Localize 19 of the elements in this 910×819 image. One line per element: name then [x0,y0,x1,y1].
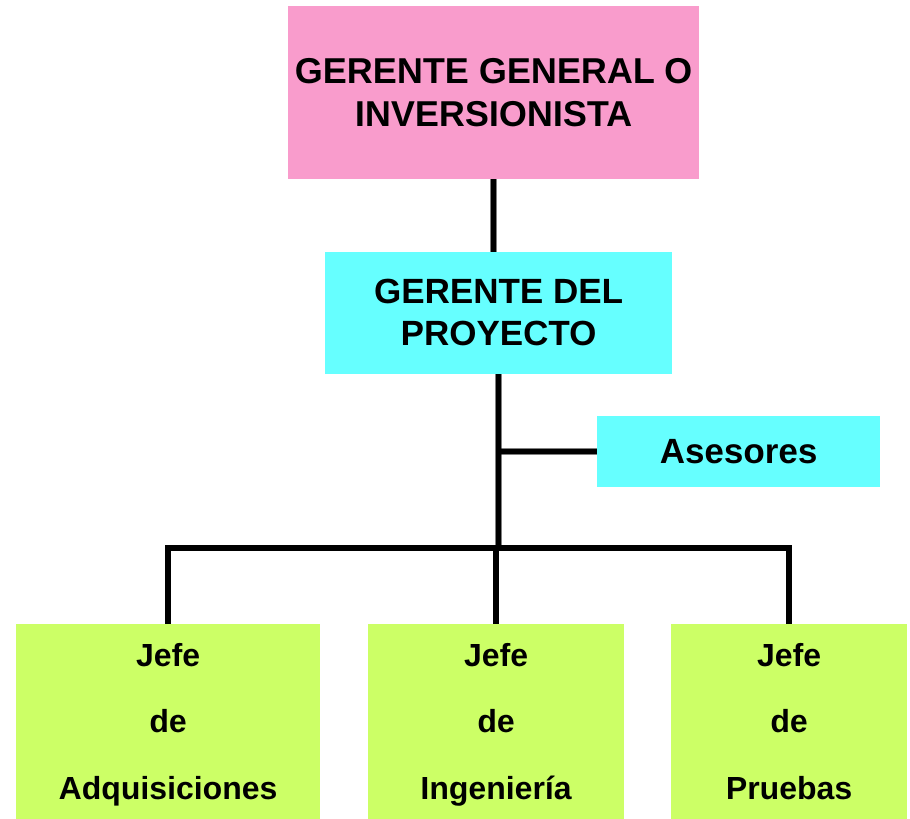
node-label: de [770,702,808,741]
node-label: Jefe [136,636,200,674]
org-box [368,624,624,819]
org-box [325,252,672,374]
org-box [288,6,699,179]
node-label: de [477,702,515,741]
node-label: Adquisiciones [58,768,278,808]
node-label: Jefe [756,636,822,674]
connector-line [490,179,496,252]
node-label: Ingeniería [420,768,572,808]
org-box [671,624,907,819]
node-label: Jefe [464,636,528,674]
org-box [597,416,880,487]
node-label: GERENTE GENERAL O INVERSIONISTA [294,50,694,135]
node-label: Asesores [660,430,818,472]
node-label: de [149,702,187,741]
node-label: GERENTE DEL PROYECTO [373,271,624,355]
node-label: Pruebas [726,768,852,808]
org-box [16,624,320,819]
